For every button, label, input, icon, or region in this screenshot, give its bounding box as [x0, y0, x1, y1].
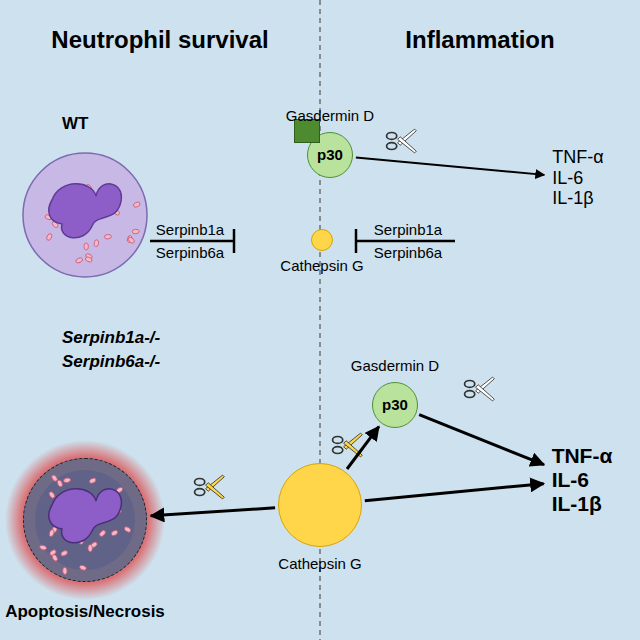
arrow-connector: [347, 427, 379, 469]
shape-outline: p30: [372, 382, 418, 428]
granule: [56, 479, 63, 487]
node-label: Cathepsin G: [280, 257, 363, 274]
inhibitor-label: Serpinb1a: [374, 221, 442, 238]
arrow-connector: [356, 157, 544, 174]
section-heading: Neutrophil survival: [51, 26, 268, 54]
granule: [94, 239, 99, 247]
shape-outline: p30: [307, 132, 353, 178]
node-circle: Cathepsin G: [280, 229, 363, 274]
cytokine-label: IL-1β: [552, 492, 602, 516]
granule: [89, 477, 97, 484]
granule: [104, 234, 112, 239]
granule: [62, 567, 67, 574]
granule: [79, 564, 87, 571]
node-heading: Gasdermin D: [351, 357, 439, 374]
granule: [48, 491, 56, 499]
node-circle: Gasdermin D p30: [286, 107, 374, 178]
node-heading: Gasdermin D: [286, 107, 374, 124]
node-circle: Apoptosis/Necrosis: [5, 458, 165, 622]
arrow-connector: [365, 484, 544, 501]
granule: [132, 229, 139, 234]
inhibitor-label: Serpinb6a: [374, 244, 442, 261]
granule: [39, 544, 47, 550]
shape-outline: [23, 458, 147, 582]
node-text: p30: [382, 396, 408, 413]
arrow-connector: [151, 508, 275, 516]
cytokine-list: TNF-αIL-6IL-1β: [548, 442, 617, 518]
granule: [51, 554, 58, 562]
granule: [49, 529, 55, 537]
granule: [127, 236, 135, 244]
granule: [133, 201, 141, 208]
granule: [85, 256, 93, 263]
granule: [46, 233, 53, 241]
inhibitor-label: Serpinb1a: [156, 221, 224, 238]
genotype-label: Serpinb1a-/-: [62, 328, 160, 348]
section-heading: Inflammation: [405, 26, 554, 54]
genotype-label: WT: [62, 114, 88, 134]
cytokine-label: IL-6: [552, 468, 589, 492]
granule: [63, 477, 71, 483]
arrow-connector: [419, 415, 544, 465]
granule: [84, 243, 89, 250]
cytokine-label: IL-1β: [552, 188, 593, 209]
granule: [60, 550, 68, 557]
dying-neutrophil: [5, 440, 165, 600]
cytokine-label: TNF-α: [552, 147, 603, 168]
neutrophil-cell: [23, 153, 147, 277]
granule: [98, 529, 106, 537]
shape-outline: [311, 229, 333, 251]
node-label: Cathepsin G: [278, 555, 361, 572]
cytokine-label: IL-6: [552, 168, 583, 189]
node-label: Apoptosis/Necrosis: [5, 602, 165, 622]
node-circle: Cathepsin G: [278, 463, 362, 572]
genotype-label: Serpinb6a-/-: [62, 352, 160, 372]
cytokine-label: TNF-α: [552, 444, 613, 468]
granule: [110, 529, 118, 536]
shape-outline: [278, 463, 362, 547]
inhibitor-label: Serpinb6a: [156, 244, 224, 261]
granule: [75, 257, 83, 264]
granule: [88, 545, 93, 552]
node-text: p30: [317, 146, 343, 163]
scissors-icon: [387, 129, 417, 153]
cytokine-list: TNF-αIL-6IL-1β: [548, 145, 607, 211]
granule: [123, 526, 131, 533]
scissors-icon: [465, 377, 495, 401]
scissors-icon: [195, 475, 225, 499]
node-circle: Gasdermin D p30: [351, 357, 439, 428]
